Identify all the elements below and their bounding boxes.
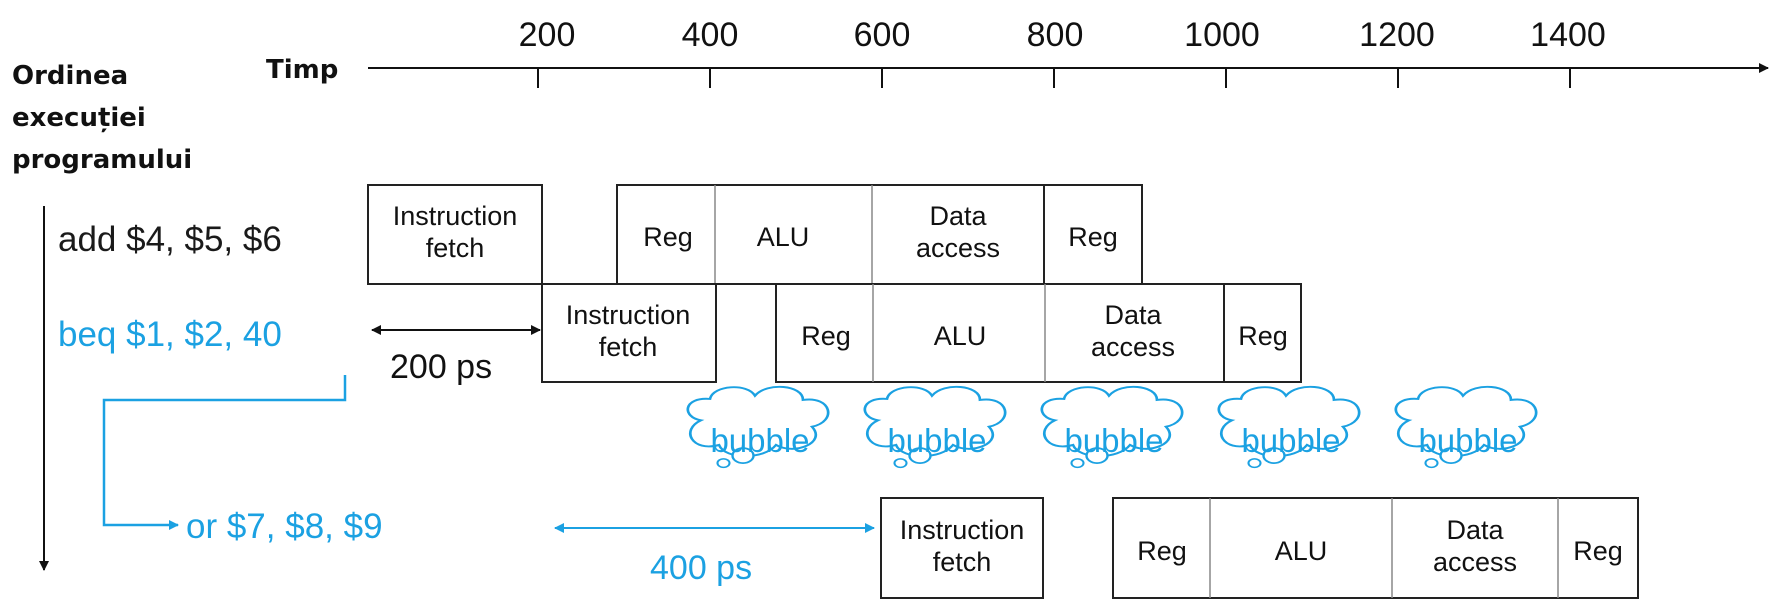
order-label-line-3: programului [12, 145, 192, 175]
axis-tick-label: 800 [1027, 16, 1084, 54]
bubble-label: bubble [1241, 422, 1340, 459]
bubble-label: bubble [710, 422, 809, 459]
bubble-5 [1394, 385, 1538, 469]
stage-time-label: 200 ps [390, 348, 492, 386]
stage-label: ALU [757, 222, 810, 252]
stage-box [616, 184, 1143, 285]
branch-connector [102, 375, 347, 530]
axis-tick-label: 1000 [1184, 16, 1260, 54]
stage-label: Reg [1068, 222, 1118, 252]
stage-label: Data [1104, 300, 1162, 330]
axis-tick-label: 1200 [1359, 16, 1435, 54]
stage-label: Reg [1238, 321, 1288, 351]
instruction-label-or: or $7, $8, $9 [186, 507, 383, 546]
stage-label: Data [929, 201, 987, 231]
stage-box [880, 497, 1044, 599]
bubble-label: bubble [887, 422, 986, 459]
instruction-label-add: add $4, $5, $6 [58, 220, 282, 259]
stall-time-label: 400 ps [650, 549, 752, 587]
stage-label: Instruction [393, 201, 518, 231]
stage-label: Instruction [566, 300, 691, 330]
stage-label: access [1091, 332, 1175, 362]
stage-label: ALU [934, 321, 987, 351]
stage-label: Data [1446, 515, 1504, 545]
stage-label: fetch [933, 547, 992, 577]
stage-box [1112, 497, 1639, 599]
stage-box [541, 283, 717, 383]
axis-tick-label: 200 [519, 16, 576, 54]
bubble-1 [686, 385, 830, 469]
stage-label: Reg [1573, 536, 1623, 566]
stage-label: Reg [643, 222, 693, 252]
order-label-line-1: Ordinea [12, 61, 128, 91]
stage-box [775, 283, 1302, 383]
bubble-label: bubble [1418, 422, 1517, 459]
order-label-line-2: execuției [12, 103, 146, 133]
instruction-label-beq: beq $1, $2, 40 [58, 315, 282, 354]
bubble-4 [1217, 385, 1361, 469]
bubble-2 [863, 385, 1007, 469]
stage-label: Reg [1137, 536, 1187, 566]
stage-label: fetch [426, 233, 485, 263]
stage-box [367, 184, 543, 285]
bubble-3 [1040, 385, 1184, 469]
stage-label: Instruction [900, 515, 1025, 545]
axis-tick-label: 400 [682, 16, 739, 54]
time-axis-label: Timp [266, 55, 338, 85]
stage-label: access [916, 233, 1000, 263]
stage-label: fetch [599, 332, 658, 362]
stage-label: ALU [1275, 536, 1328, 566]
stage-label: Reg [801, 321, 851, 351]
axis-tick-label: 1400 [1530, 16, 1606, 54]
stage-label: access [1433, 547, 1517, 577]
axis-tick-label: 600 [854, 16, 911, 54]
bubble-label: bubble [1064, 422, 1163, 459]
